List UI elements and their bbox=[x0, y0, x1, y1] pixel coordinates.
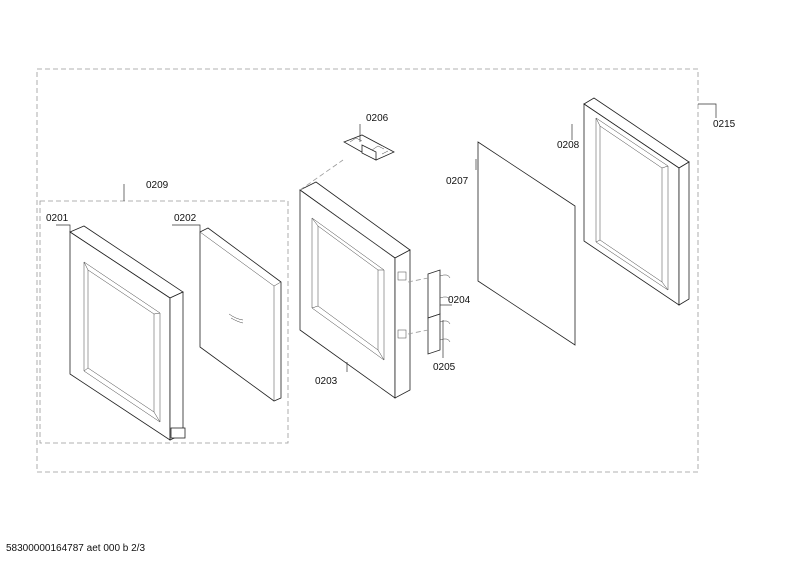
drawing-reference: 58300000164787 aet 000 b 2/3 bbox=[6, 543, 146, 554]
assembly-boundary-0215 bbox=[36, 68, 699, 473]
label-0202[interactable]: 0202 bbox=[174, 213, 197, 224]
part-0203-inner-frame[interactable] bbox=[299, 159, 411, 399]
label-0209[interactable]: 0209 bbox=[146, 180, 169, 191]
part-0208-back-frame[interactable] bbox=[583, 97, 690, 306]
label-0208[interactable]: 0208 bbox=[557, 140, 580, 151]
label-0207[interactable]: 0207 bbox=[446, 176, 469, 187]
part-0201-door-frame[interactable] bbox=[69, 225, 186, 441]
part-0206-hinge-bracket[interactable] bbox=[343, 134, 395, 161]
label-0206[interactable]: 0206 bbox=[366, 113, 389, 124]
label-0215[interactable]: 0215 bbox=[713, 119, 736, 130]
label-0205[interactable]: 0205 bbox=[433, 362, 456, 373]
leader-lines bbox=[56, 103, 717, 372]
part-0207-glass-pane[interactable] bbox=[477, 141, 576, 346]
part-0204-hinge[interactable] bbox=[427, 269, 451, 319]
group-boundary-0209 bbox=[39, 200, 289, 444]
label-0203[interactable]: 0203 bbox=[315, 376, 338, 387]
part-0205-hinge-part[interactable] bbox=[407, 277, 451, 355]
label-0201[interactable]: 0201 bbox=[46, 213, 69, 224]
label-0204[interactable]: 0204 bbox=[448, 295, 471, 306]
part-0202-glass-pane[interactable] bbox=[199, 227, 282, 402]
